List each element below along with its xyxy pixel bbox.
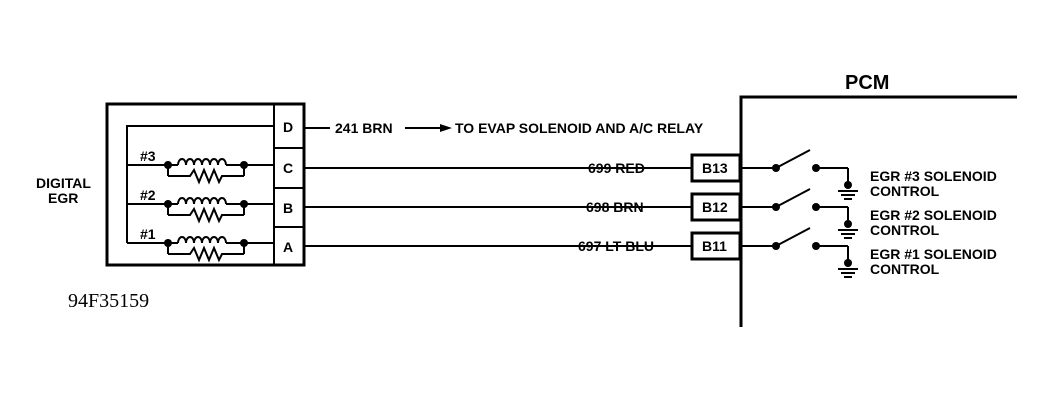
egr-3-control-line2: CONTROL	[870, 183, 940, 199]
svg-text:B13: B13	[702, 160, 728, 176]
egr-solenoid-3: #3	[140, 148, 274, 185]
pin-d-label: D	[283, 119, 293, 135]
solenoid-2-label: #2	[140, 187, 156, 203]
wire-697-lt-blu: 697 LT BLU	[304, 238, 692, 254]
egr-label-line2: EGR	[48, 190, 78, 206]
pin-b-label: B	[283, 200, 293, 216]
egr-2-control-line2: CONTROL	[870, 222, 940, 238]
egr-connector: D C B A	[273, 104, 304, 265]
arrow-right-icon	[440, 124, 452, 132]
egr-2-control-line1: EGR #2 SOLENOID	[870, 207, 997, 223]
circuit-698-label: 698 BRN	[586, 199, 644, 215]
egr-component-box	[105, 102, 306, 267]
egr-1-control-switch: EGR #1 SOLENOID CONTROL	[741, 227, 997, 278]
pin-a-label: A	[283, 239, 293, 255]
egr-1-control-line2: CONTROL	[870, 261, 940, 277]
egr-solenoid-1: #1	[140, 226, 274, 263]
svg-text:B11: B11	[702, 238, 727, 254]
egr-label-line1: DIGITAL	[36, 175, 91, 191]
pin-d-circuit: 241 BRN TO EVAP SOLENOID AND A/C RELAY	[304, 120, 704, 136]
egr-1-control-line1: EGR #1 SOLENOID	[870, 246, 997, 262]
circuit-697-label: 697 LT BLU	[578, 238, 654, 254]
egr-common-bus	[126, 125, 274, 244]
pcm-terminal-b13: B13	[690, 153, 742, 183]
pcm-label: PCM	[845, 72, 889, 94]
solenoid-3-label: #3	[140, 148, 156, 164]
svg-text:B12: B12	[702, 199, 728, 215]
egr-2-control-switch: EGR #2 SOLENOID CONTROL	[741, 188, 997, 239]
circuit-241-label: 241 BRN	[335, 120, 393, 136]
pcm-terminal-b11: B11	[690, 231, 742, 261]
egr-3-control-switch: EGR #3 SOLENOID CONTROL	[741, 149, 997, 200]
evap-destination-label: TO EVAP SOLENOID AND A/C RELAY	[455, 120, 704, 136]
pcm-terminal-b12: B12	[690, 192, 742, 222]
circuit-699-label: 699 RED	[588, 160, 645, 176]
egr-solenoid-2: #2	[140, 187, 274, 224]
wire-698-brn: 698 BRN	[304, 199, 692, 215]
egr-3-control-line1: EGR #3 SOLENOID	[870, 168, 997, 184]
wire-699-red: 699 RED	[304, 160, 692, 176]
solenoid-1-label: #1	[140, 226, 156, 242]
pin-c-label: C	[283, 160, 293, 176]
figure-id: 94F35159	[68, 290, 149, 312]
